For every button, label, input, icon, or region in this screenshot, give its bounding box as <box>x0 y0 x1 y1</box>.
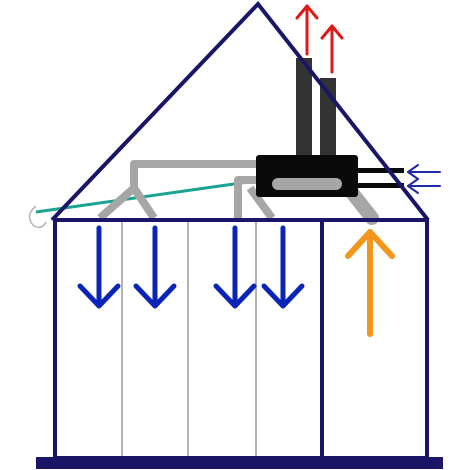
up-arrow-icon <box>295 4 319 56</box>
down-arrow-icon <box>77 225 121 309</box>
heat-recovery-unit <box>256 155 358 197</box>
down-arrow-icon <box>261 225 305 309</box>
supply-duct <box>234 176 258 218</box>
supply-duct <box>130 185 158 221</box>
supply-duct <box>97 160 258 221</box>
heat-recovery-unit-port <box>272 178 342 190</box>
ground-base <box>36 457 443 469</box>
supply-duct <box>246 185 276 221</box>
intake-duct <box>342 168 404 173</box>
down-arrow-icon <box>213 225 257 309</box>
left-arrow-icon <box>407 178 441 194</box>
down-arrow-icon <box>133 225 177 309</box>
roof-outline <box>50 0 430 222</box>
up-arrow-icon <box>345 229 395 337</box>
intake-duct <box>342 183 404 188</box>
roof-overhang-hook <box>28 205 47 229</box>
up-arrow-icon <box>320 24 344 74</box>
left-arrow-icon <box>407 164 441 180</box>
exhaust-stack <box>296 58 312 160</box>
